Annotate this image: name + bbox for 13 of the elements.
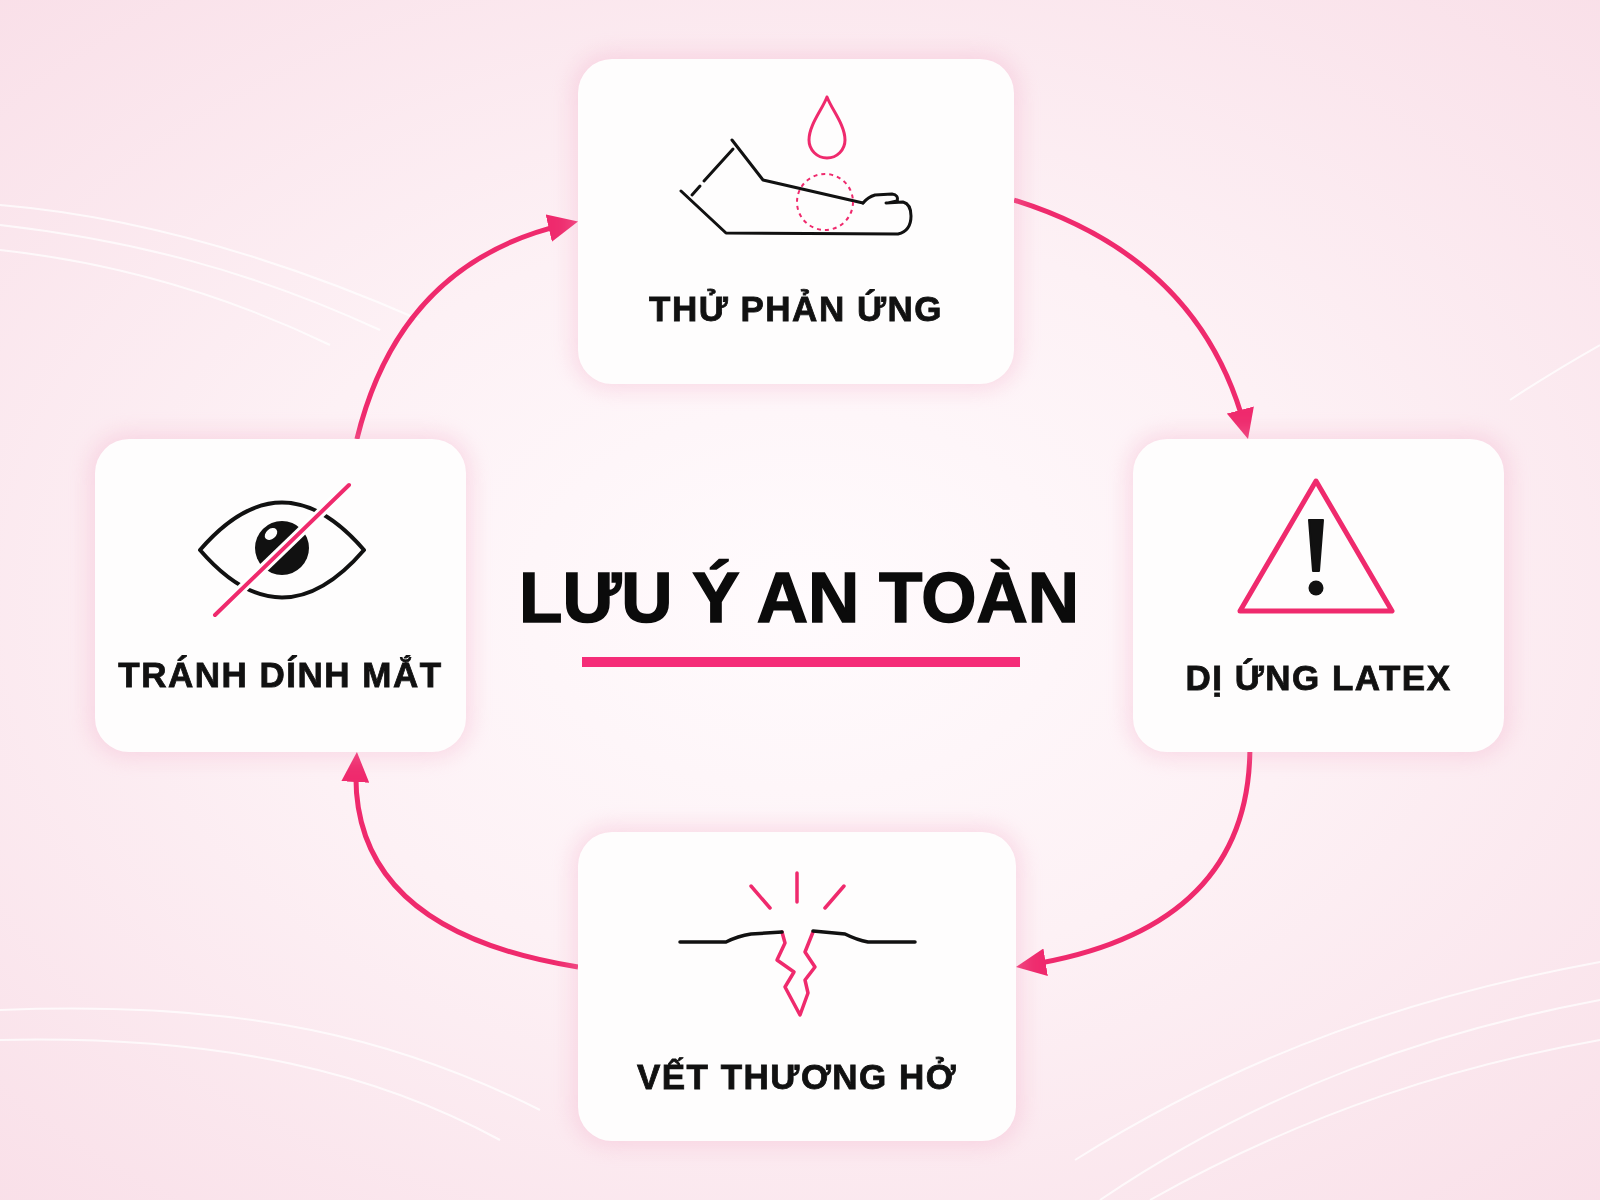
step-card (578, 832, 1016, 1141)
step-card (578, 59, 1014, 384)
step-label: VẾT THƯƠNG HỞ (636, 1056, 958, 1098)
step-card (1133, 439, 1504, 752)
cycle-arrow (342, 752, 579, 970)
step-label: THỬ PHẢN ỨNG (649, 288, 943, 330)
cycle-arrow (1013, 197, 1253, 439)
cycle-arrow (1016, 751, 1253, 976)
step-label: TRÁNH DÍNH MẮT (118, 654, 443, 696)
step-label: DỊ ỨNG LATEX (1185, 657, 1452, 699)
cycle-arrow (354, 215, 578, 440)
diagram-title: LƯU Ý AN TOÀN (519, 557, 1079, 639)
step-card (95, 439, 466, 752)
